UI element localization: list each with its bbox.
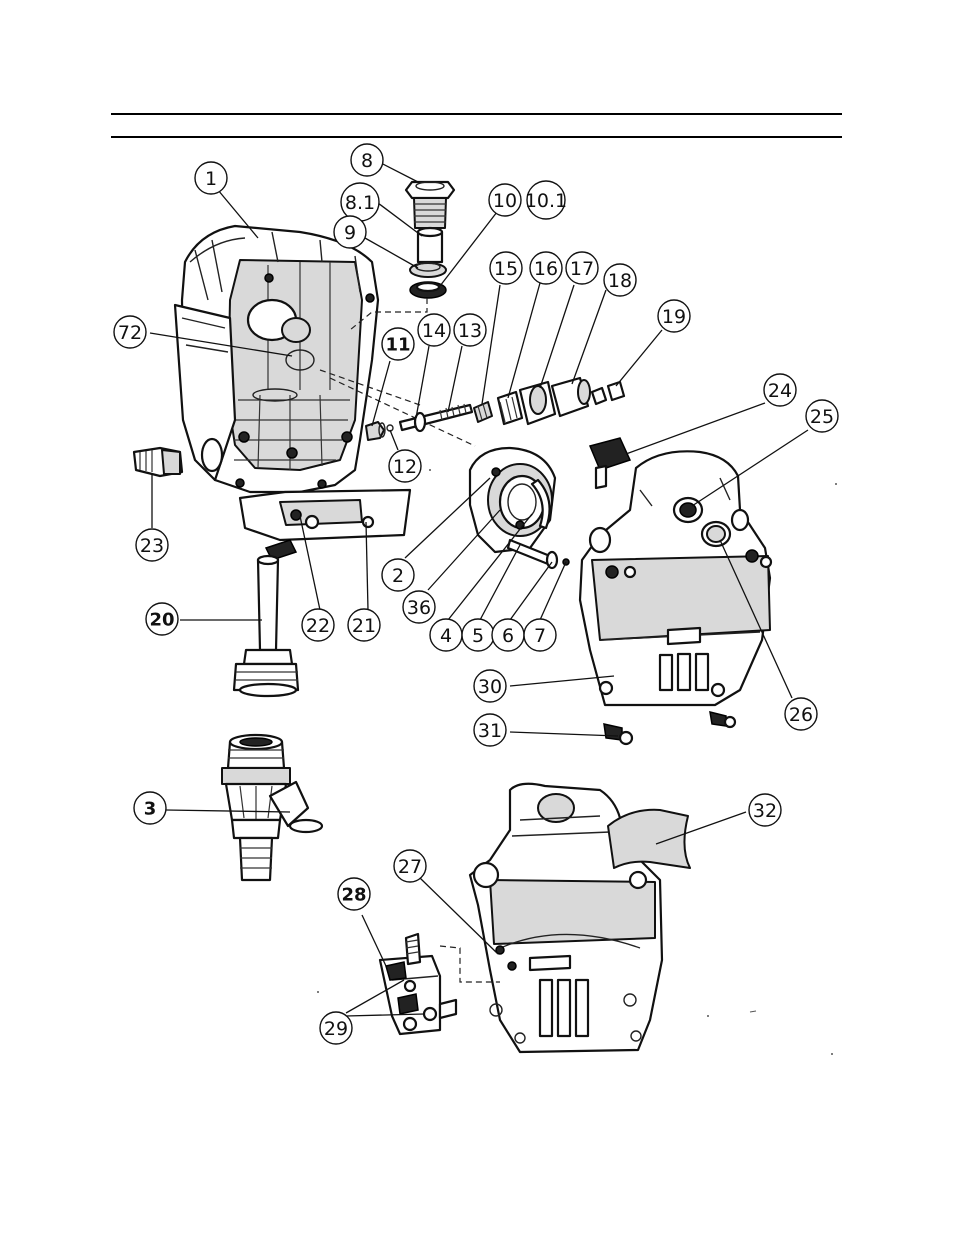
- callout-c28: 28: [338, 878, 370, 910]
- callout-c32: 32: [749, 794, 781, 826]
- callout-c26: 26: [785, 698, 817, 730]
- part-3-valve: [222, 735, 322, 880]
- part-13-14-shaft: [400, 404, 472, 431]
- callout-label: 9: [344, 222, 356, 244]
- callout-c4: 4: [430, 619, 462, 651]
- callout-label: 29: [324, 1018, 348, 1040]
- part-30-motor-cover: [580, 451, 771, 705]
- callout-c21: 21: [348, 609, 380, 641]
- callout-c7: 7: [524, 619, 556, 651]
- callout-c72: 72: [114, 316, 146, 348]
- callout-label: 31: [478, 720, 502, 742]
- callout-c36: 36: [403, 591, 435, 623]
- callout-label: 8: [361, 150, 373, 172]
- part-26-gauge: [702, 522, 730, 546]
- callout-c9: 9: [334, 216, 366, 248]
- callout-label: 30: [478, 676, 502, 698]
- callout-label: 25: [810, 406, 834, 428]
- callout-label: 32: [753, 800, 777, 822]
- part-18-fitting: [552, 378, 590, 416]
- callout-label: 12: [393, 456, 417, 478]
- callout-c1: 1: [195, 162, 227, 194]
- callout-c5: 5: [462, 619, 494, 651]
- callout-label: 14: [422, 320, 446, 342]
- part-8-1-sleeve: [418, 228, 442, 262]
- callout-label: 24: [768, 380, 792, 402]
- callout-c29: 29: [320, 1012, 352, 1044]
- callout-label: 23: [140, 535, 164, 557]
- callout-label: 7: [534, 625, 546, 647]
- part-15-spring: [474, 402, 492, 422]
- callout-label: 1: [205, 168, 217, 190]
- callout-label: 17: [570, 258, 594, 280]
- callout-label: 16: [534, 258, 558, 280]
- callout-label: 6: [502, 625, 514, 647]
- callout-c3: 3: [134, 792, 166, 824]
- callout-c27: 27: [394, 850, 426, 882]
- callout-label: 3: [144, 799, 157, 820]
- callout-label: 20: [149, 610, 174, 631]
- part-1-pump-housing: [175, 226, 378, 492]
- part-23-fitting: [134, 448, 182, 476]
- callout-c2: 2: [382, 559, 414, 591]
- callout-label: 72: [118, 322, 142, 344]
- callout-c15: 15: [490, 252, 522, 284]
- callout-c13: 13: [454, 314, 486, 346]
- callout-c8: 8: [351, 144, 383, 176]
- callout-c6: 6: [492, 619, 524, 651]
- callout-c23: 23: [136, 529, 168, 561]
- part-16-nut: [498, 392, 522, 424]
- callout-label: 5: [472, 625, 484, 647]
- part-17-coupler: [520, 382, 555, 424]
- callout-label: 28: [341, 885, 366, 906]
- callout-label: 36: [407, 597, 431, 619]
- callout-label: 2: [392, 565, 404, 587]
- callout-c12: 12: [389, 450, 421, 482]
- callout-label: 10.1: [525, 190, 567, 212]
- callout-c14: 14: [418, 314, 450, 346]
- part-32-gasket: [608, 810, 690, 868]
- part-31-screws: [604, 712, 735, 744]
- callout-label: 10: [493, 190, 517, 212]
- callout-label: 11: [385, 335, 410, 356]
- part-8-bushing: [406, 182, 454, 228]
- callout-c24: 24: [764, 374, 796, 406]
- part-19-nuts: [592, 382, 624, 404]
- part-9-ring: [410, 263, 446, 277]
- callout-c81: 8.1: [341, 183, 379, 221]
- callout-label: 26: [789, 704, 813, 726]
- callout-c30: 30: [474, 670, 506, 702]
- callout-label: 13: [458, 320, 482, 342]
- callout-label: 22: [306, 615, 330, 637]
- callout-c101: 10.1: [525, 181, 567, 219]
- callout-c31: 31: [474, 714, 506, 746]
- callout-c25: 25: [806, 400, 838, 432]
- callout-c19: 19: [658, 300, 690, 332]
- callout-c22: 22: [302, 609, 334, 641]
- part-24-hose-fitting: [590, 438, 630, 488]
- callout-label: 18: [608, 270, 632, 292]
- callout-c11: 11: [382, 328, 414, 360]
- part-11-cap: [366, 422, 385, 440]
- callout-label: 19: [662, 306, 686, 328]
- part-20-shaft: [234, 540, 298, 696]
- callout-label: 8.1: [345, 192, 375, 214]
- callout-label: 27: [398, 856, 422, 878]
- part-5-6-7-pin: [508, 540, 569, 568]
- part-21-bracket: [240, 490, 410, 540]
- callout-c10: 10: [489, 184, 521, 216]
- callout-c20: 20: [146, 603, 178, 635]
- callout-label: 15: [494, 258, 518, 280]
- callout-c16: 16: [530, 252, 562, 284]
- callout-label: 4: [440, 625, 452, 647]
- callout-c18: 18: [604, 264, 636, 296]
- callout-c17: 17: [566, 252, 598, 284]
- callout-label: 21: [352, 615, 376, 637]
